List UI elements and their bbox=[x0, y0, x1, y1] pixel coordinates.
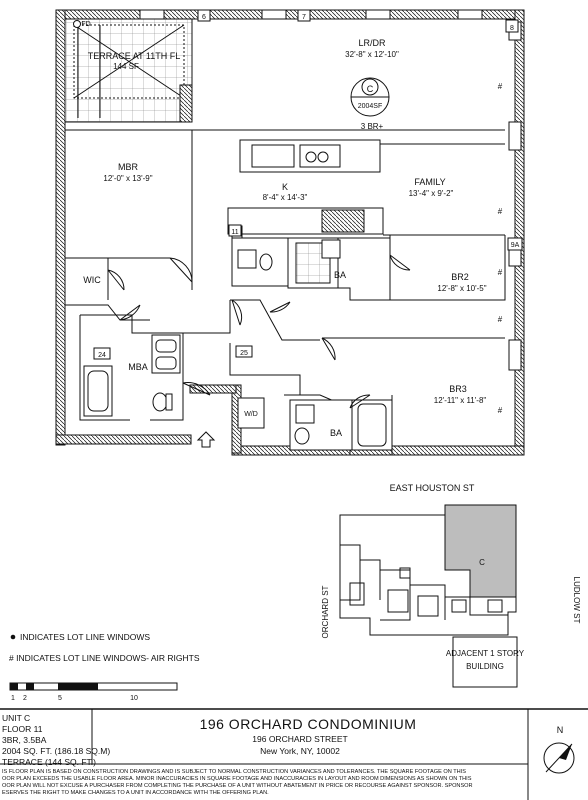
air-rights-marker: # bbox=[498, 315, 503, 324]
disclaimer-line-4: ESERVES THE RIGHT TO MAKE CHANGES TO A U… bbox=[2, 790, 269, 796]
scale-label-1: 1 bbox=[11, 695, 15, 702]
family-dims: 13'-4" x 9'-2" bbox=[409, 189, 454, 198]
street-right-label: LUDLOW ST bbox=[572, 577, 581, 624]
north-label: N bbox=[557, 725, 564, 735]
building-city: New York, NY, 10002 bbox=[260, 746, 340, 756]
marker-24: 24 bbox=[98, 352, 106, 359]
air-rights-marker: # bbox=[498, 207, 503, 216]
legend-hash-text: # INDICATES LOT LINE WINDOWS- AIR RIGHTS bbox=[9, 653, 200, 663]
scale-label-2: 2 bbox=[23, 695, 27, 702]
unit-badge bbox=[350, 77, 390, 117]
mba-name: MBA bbox=[128, 362, 148, 372]
lrdr-dims: 32'-8" x 12'-10" bbox=[345, 50, 399, 59]
adjacent-line-2: BUILDING bbox=[466, 662, 504, 671]
air-rights-marker: # bbox=[498, 268, 503, 277]
marker-25: 25 bbox=[240, 350, 248, 357]
building-name: 196 ORCHARD CONDOMINIUM bbox=[200, 716, 417, 732]
terrace-name: TERRACE AT 11TH FL bbox=[88, 51, 181, 61]
marker-7: 7 bbox=[302, 14, 306, 21]
floor-drain-label: FD bbox=[81, 21, 90, 28]
disclaimer-line-1: IS FLOOR PLAN IS BASED ON CONSTRUCTION D… bbox=[2, 769, 466, 775]
ba1-name: BA bbox=[334, 270, 346, 280]
disclaimer-line-2: OOR PLAN EXCEEDS THE USABLE FLOOR AREA. … bbox=[2, 776, 472, 782]
wd-name: W/D bbox=[244, 411, 258, 418]
entry-arrow-icon bbox=[196, 431, 216, 448]
fixtures bbox=[83, 151, 387, 447]
disclaimer-line-3: OOR PLAN WILL NOT EXCUSE A PURCHASER FRO… bbox=[2, 783, 473, 789]
site-plan bbox=[339, 504, 518, 688]
scale-label-10: 10 bbox=[130, 695, 138, 702]
top-window-markers bbox=[139, 9, 522, 371]
br2-dims: 12'-8" x 10'-5" bbox=[437, 284, 486, 293]
lrdr-name: LR/DR bbox=[358, 38, 386, 48]
kitchen-name: K bbox=[282, 182, 288, 192]
ba2-name: BA bbox=[330, 428, 342, 438]
unit-badge-bedrooms: 3 BR+ bbox=[361, 122, 384, 131]
br3-dims: 12'-11" x 11'-8" bbox=[434, 396, 487, 405]
unit-badge-letter: C bbox=[367, 84, 374, 94]
marker-11: 11 bbox=[231, 229, 238, 236]
br3-name: BR3 bbox=[449, 384, 467, 394]
street-top-label: EAST HOUSTON ST bbox=[390, 483, 475, 493]
unit-badge-area: 2004SF bbox=[358, 103, 383, 110]
street-left-label: ORCHARD ST bbox=[321, 585, 330, 638]
title-sqft: 2004 SQ. FT. (186.18 SQ.M) bbox=[2, 746, 110, 756]
wic-name: WIC bbox=[83, 275, 101, 285]
adjacent-line-1: ADJACENT 1 STORY bbox=[446, 649, 525, 658]
lot-line-dot-icon bbox=[10, 634, 16, 640]
door-swings bbox=[107, 254, 411, 409]
title-terrace: TERRACE (144 SQ. FT.) bbox=[2, 757, 96, 767]
terrace bbox=[64, 18, 193, 123]
north-arrow-icon bbox=[543, 742, 575, 774]
title-unit: UNIT C bbox=[2, 713, 30, 723]
br2-name: BR2 bbox=[451, 272, 469, 282]
mbr-name: MBR bbox=[118, 162, 139, 172]
scale-bar bbox=[9, 682, 178, 691]
scale-label-5: 5 bbox=[58, 695, 62, 702]
floor-drain-symbol bbox=[73, 20, 81, 28]
title-floor: FLOOR 11 bbox=[2, 724, 43, 734]
numbered-markers bbox=[93, 9, 523, 360]
terrace-area: 144 SF bbox=[113, 62, 139, 71]
legend-dot-text: INDICATES LOT LINE WINDOWS bbox=[20, 632, 150, 642]
site-unit-label: C bbox=[479, 558, 485, 567]
air-rights-marker: # bbox=[498, 82, 503, 91]
family-name: FAMILY bbox=[414, 177, 445, 187]
building-street: 196 ORCHARD STREET bbox=[252, 734, 347, 744]
marker-9a: 9A bbox=[511, 242, 520, 249]
kitchen-dims: 8'-4" x 14'-3" bbox=[263, 193, 308, 202]
mbr-dims: 12'-0" x 13'-9" bbox=[103, 174, 152, 183]
title-beds: 3BR, 3.5BA bbox=[2, 735, 47, 745]
marker-6: 6 bbox=[202, 14, 206, 21]
marker-8: 8 bbox=[510, 25, 514, 32]
title-block-frame bbox=[0, 708, 588, 800]
air-rights-marker: # bbox=[498, 406, 503, 415]
